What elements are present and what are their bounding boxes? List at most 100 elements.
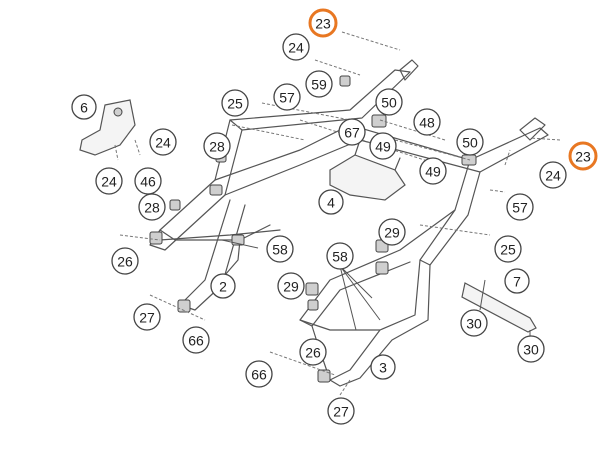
callout-3: 3 [370,354,396,380]
frame-drawing [79,31,561,396]
callout-26: 26 [299,338,327,366]
callout-circle [273,83,301,111]
callout-circle [370,354,396,380]
callout-28: 28 [203,132,231,160]
callout-label: 66 [251,367,267,383]
callout-label: 30 [523,342,539,358]
callout-circle [221,89,249,117]
callout-26: 26 [111,247,139,275]
callout-circle [71,94,97,120]
callout-25: 25 [221,89,249,117]
callout-57: 57 [506,193,534,221]
callout-circle [506,193,534,221]
callout-circle [277,272,305,300]
callout-49: 49 [419,157,447,185]
callout-label: 49 [425,164,441,180]
callout-circle [305,70,333,98]
callout-label: 48 [419,115,435,131]
callout-label: 24 [545,168,561,184]
callout-circle [568,141,598,171]
callout-25: 25 [494,235,522,263]
callout-label: 50 [462,135,478,151]
callout-label: 29 [283,279,299,295]
callout-circle [327,397,355,425]
callout-24: 24 [539,161,567,189]
callout-circle [539,161,567,189]
callout-label: 4 [327,195,335,211]
callout-label: 23 [315,16,331,32]
callout-57: 57 [273,83,301,111]
callout-label: 66 [188,333,204,349]
callout-circle [504,268,530,294]
callout-58: 58 [266,235,294,263]
callout-29: 29 [378,218,406,246]
callout-49: 49 [369,132,397,160]
callout-circle [375,88,403,116]
callout-label: 58 [272,242,288,258]
callout-29: 29 [277,272,305,300]
callout-label: 28 [144,200,160,216]
callout-2: 2 [210,273,236,299]
callout-label: 27 [333,404,349,420]
callout-label: 26 [117,254,133,270]
callout-label: 49 [375,139,391,155]
callout-label: 46 [140,174,156,190]
callout-circle [413,108,441,136]
callout-circle [338,118,366,146]
callout-circle [494,235,522,263]
callout-circle [138,193,166,221]
callout-label: 27 [139,310,155,326]
callout-46: 46 [134,167,162,195]
callout-circle [245,360,273,388]
callout-label: 30 [466,316,482,332]
callout-59: 59 [305,70,333,98]
callout-label: 67 [344,125,360,141]
callout-4: 4 [318,189,344,215]
callout-circle [282,33,310,61]
callout-circle [182,326,210,354]
callout-circle [517,335,545,363]
callout-label: 59 [311,77,327,93]
callout-58: 58 [326,242,354,270]
callout-27: 27 [133,303,161,331]
callout-24: 24 [149,128,177,156]
callout-label: 25 [500,242,516,258]
callout-circle [149,128,177,156]
callout-23-highlighted: 23 [308,8,338,38]
callout-label: 58 [332,249,348,265]
callout-circle [133,303,161,331]
callout-circle [111,247,139,275]
callout-23-highlighted: 23 [568,141,598,171]
callout-label: 24 [155,135,171,151]
callout-66: 66 [182,326,210,354]
callout-30: 30 [460,309,488,337]
callout-circle [460,309,488,337]
callout-label: 28 [209,139,225,155]
callout-label: 25 [227,96,243,112]
callout-circle [456,128,484,156]
callout-circle [210,273,236,299]
callout-50: 50 [456,128,484,156]
callout-label: 57 [512,200,528,216]
callout-label: 26 [305,345,321,361]
callout-circle [95,167,123,195]
callout-label: 7 [513,274,521,290]
callout-circle [318,189,344,215]
callout-label: 29 [384,225,400,241]
callout-circle [369,132,397,160]
callout-label: 50 [381,95,397,111]
callout-circle [378,218,406,246]
callout-27: 27 [327,397,355,425]
callout-circle [266,235,294,263]
callout-circle [203,132,231,160]
callout-6: 6 [71,94,97,120]
callout-7: 7 [504,268,530,294]
callout-67: 67 [338,118,366,146]
callout-label: 24 [288,40,304,56]
callout-48: 48 [413,108,441,136]
callout-28: 28 [138,193,166,221]
callout-label: 2 [219,279,227,295]
callout-circle [308,8,338,38]
